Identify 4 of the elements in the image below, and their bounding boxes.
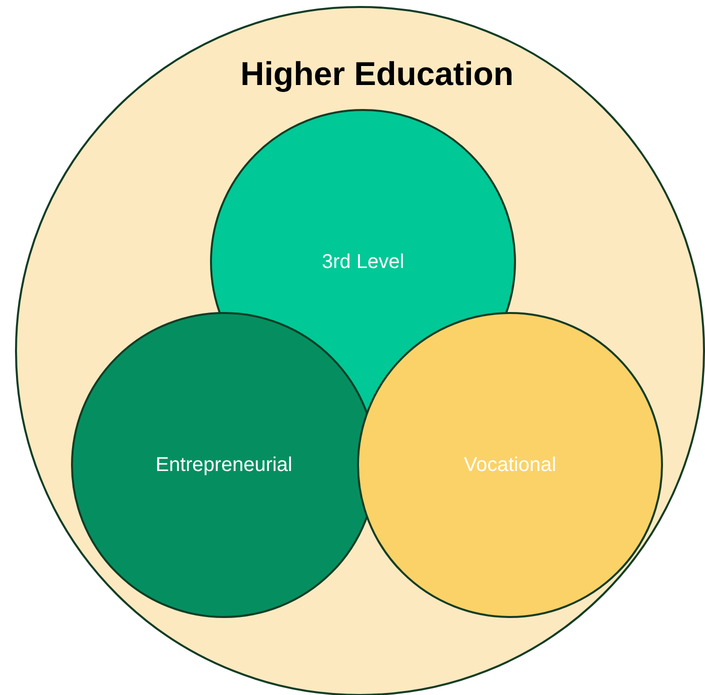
circle-label: Entrepreneurial: [156, 454, 292, 476]
title: Higher Education: [240, 55, 514, 93]
circle-label: Vocational: [464, 454, 556, 476]
circle-label: 3rd Level: [322, 250, 404, 274]
